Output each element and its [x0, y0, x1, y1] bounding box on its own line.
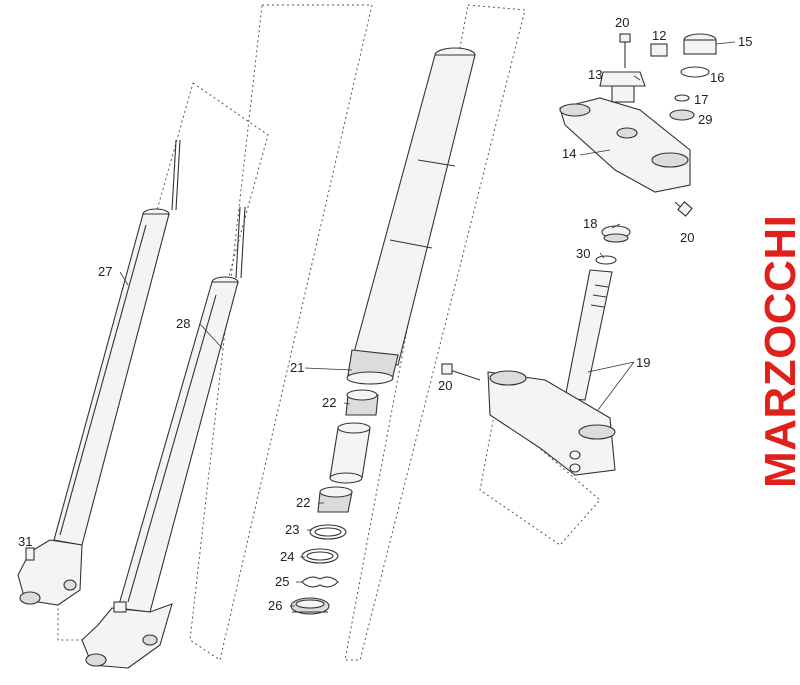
callout-20-top: 20	[615, 15, 629, 30]
frame-fork-tube	[189, 4, 373, 661]
fork-leg-28	[81, 206, 246, 669]
callout-29: 29	[698, 112, 712, 127]
callout-18: 18	[583, 216, 597, 231]
outer-tube-21	[346, 47, 476, 385]
callout-20-lower: 20	[438, 378, 452, 393]
callout-27: 27	[98, 264, 112, 279]
lower-triple-clamp-19	[441, 269, 616, 476]
callout-23: 23	[285, 522, 299, 537]
leader-lines	[119, 41, 736, 607]
callout-labels: 27 28 31 21 22 22 23 24 25 26 20 12 15 1…	[18, 15, 752, 613]
callout-19: 19	[636, 355, 650, 370]
callout-25: 25	[275, 574, 289, 589]
callout-28: 28	[176, 316, 190, 331]
callout-20-right: 20	[680, 230, 694, 245]
brand-marzocchi: MARZOCCHI	[756, 215, 800, 488]
seal-stack	[290, 389, 379, 615]
callout-16: 16	[710, 70, 724, 85]
callout-21: 21	[290, 360, 304, 375]
callout-30: 30	[576, 246, 590, 261]
upper-triple-clamp-14	[559, 33, 717, 217]
callout-14: 14	[562, 146, 576, 161]
callout-26: 26	[268, 598, 282, 613]
callout-13: 13	[588, 67, 602, 82]
callout-31: 31	[18, 534, 32, 549]
steering-bearing	[595, 225, 631, 265]
callout-15: 15	[738, 34, 752, 49]
callout-12: 12	[652, 28, 666, 43]
callout-17: 17	[694, 92, 708, 107]
callout-24: 24	[280, 549, 294, 564]
callout-22-lower: 22	[296, 495, 310, 510]
callout-22-upper: 22	[322, 395, 336, 410]
fork-leg-27	[17, 139, 181, 606]
